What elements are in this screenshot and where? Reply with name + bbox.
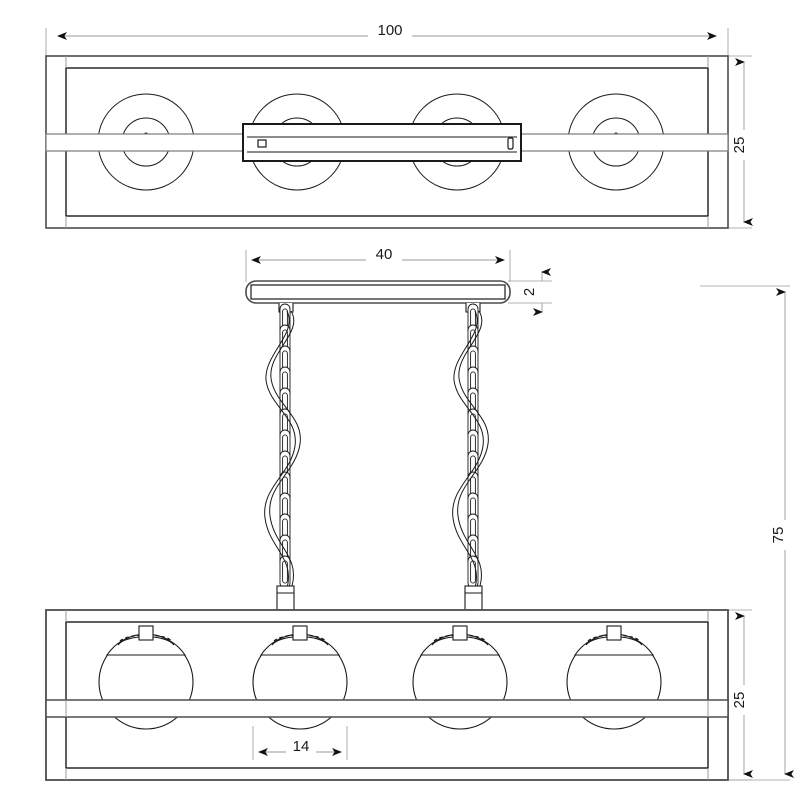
dimension-overall-width: 100 xyxy=(45,22,729,58)
mounting-plate-hole xyxy=(257,139,267,148)
front-view-inner-frame xyxy=(65,621,709,769)
dimension-total-height-label: 75 xyxy=(770,527,787,544)
front-view-mid-rail xyxy=(45,699,729,718)
top-view: 100 25 xyxy=(45,22,754,229)
lamp-socket xyxy=(606,625,622,641)
dimension-canopy-thickness: 2 xyxy=(508,268,552,316)
lamp-socket xyxy=(292,625,308,641)
dimension-canopy-thickness-label: 2 xyxy=(521,288,538,296)
top-view-mounting-plate xyxy=(242,123,522,162)
dimension-frame-depth-label: 25 xyxy=(731,137,748,154)
dimension-globe-diameter: 14 xyxy=(252,726,348,760)
middle-view: 40 2 xyxy=(245,246,552,611)
dimension-canopy-length-label: 40 xyxy=(376,246,393,263)
front-view: 75 25 xyxy=(45,285,794,781)
lamp-socket xyxy=(138,625,154,641)
dimension-frame-height-label: 25 xyxy=(731,692,748,709)
chain-assembly-right xyxy=(452,303,489,611)
mounting-plate-slot xyxy=(507,137,514,150)
lamp-socket xyxy=(452,625,468,641)
dimension-frame-height: 25 xyxy=(722,609,754,781)
dimension-canopy-length: 40 xyxy=(245,246,511,282)
canopy xyxy=(245,280,511,304)
dimension-frame-depth: 25 xyxy=(722,55,754,229)
chain-assembly-left xyxy=(264,303,301,611)
dimension-overall-width-label: 100 xyxy=(377,22,402,39)
dimension-total-height: 75 xyxy=(700,285,794,781)
dimension-globe-diameter-label: 14 xyxy=(293,738,310,755)
front-view-outer-frame xyxy=(45,609,729,781)
